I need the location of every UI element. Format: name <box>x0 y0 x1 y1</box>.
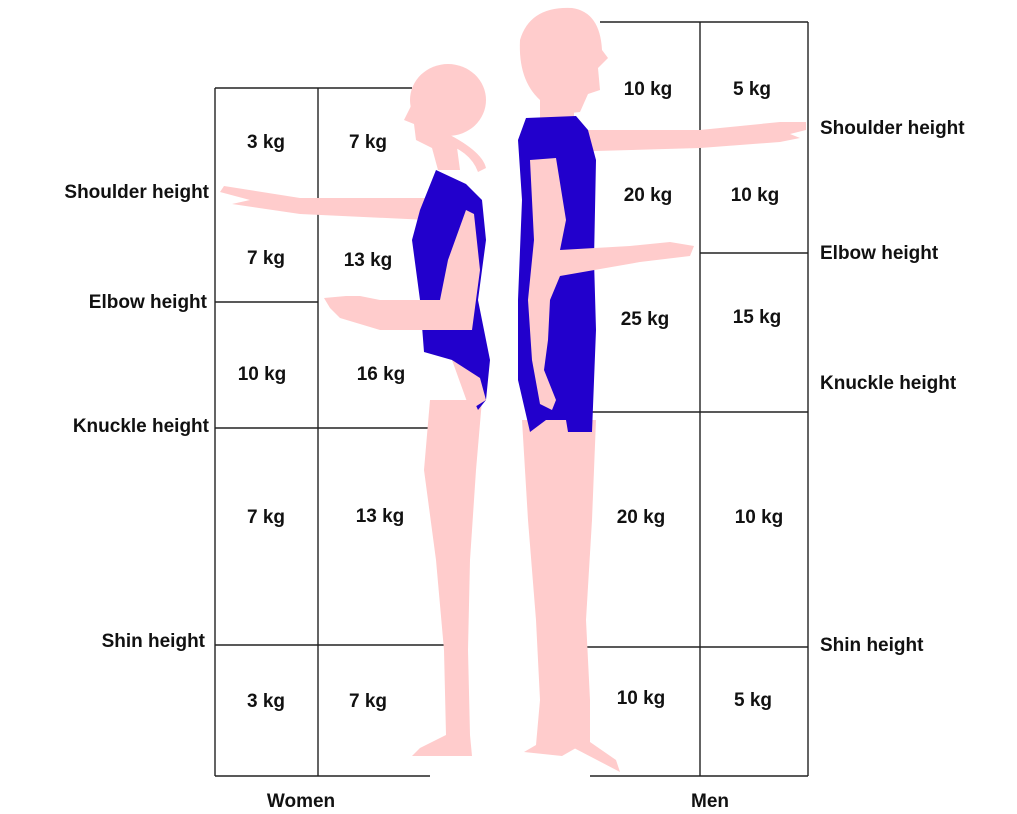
men-knuckle-height-label: Knuckle height <box>820 374 956 393</box>
women-knuckle-height-label: Knuckle height <box>73 417 209 436</box>
women-caption: Women <box>267 792 335 811</box>
women-shin-height-label: Shin height <box>102 632 205 651</box>
women-weight-cell: 7 kg <box>247 249 285 268</box>
men-weight-cell: 15 kg <box>733 308 782 327</box>
women-elbow-height-label: Elbow height <box>89 293 207 312</box>
men-weight-cell: 25 kg <box>621 310 670 329</box>
man-figure <box>518 8 806 772</box>
men-shoulder-height-label: Shoulder height <box>820 119 965 138</box>
men-weight-cell: 5 kg <box>734 691 772 710</box>
woman-figure <box>220 64 490 756</box>
women-weight-cell: 13 kg <box>344 251 393 270</box>
women-weight-cell: 10 kg <box>238 365 287 384</box>
men-weight-cell: 10 kg <box>624 80 673 99</box>
women-weight-cell: 16 kg <box>357 365 406 384</box>
women-weight-cell: 7 kg <box>349 692 387 711</box>
women-weight-cell: 3 kg <box>247 133 285 152</box>
men-caption: Men <box>691 792 729 811</box>
women-weight-cell: 7 kg <box>349 133 387 152</box>
men-elbow-height-label: Elbow height <box>820 244 938 263</box>
men-weight-cell: 20 kg <box>617 508 666 527</box>
men-weight-cell: 20 kg <box>624 186 673 205</box>
women-weight-cell: 3 kg <box>247 692 285 711</box>
women-weight-cell: 13 kg <box>356 507 405 526</box>
women-shoulder-height-label: Shoulder height <box>64 183 209 202</box>
men-weight-cell: 5 kg <box>733 80 771 99</box>
women-weight-cell: 7 kg <box>247 508 285 527</box>
men-weight-cell: 10 kg <box>735 508 784 527</box>
men-shin-height-label: Shin height <box>820 636 923 655</box>
men-weight-cell: 10 kg <box>731 186 780 205</box>
men-weight-cell: 10 kg <box>617 689 666 708</box>
